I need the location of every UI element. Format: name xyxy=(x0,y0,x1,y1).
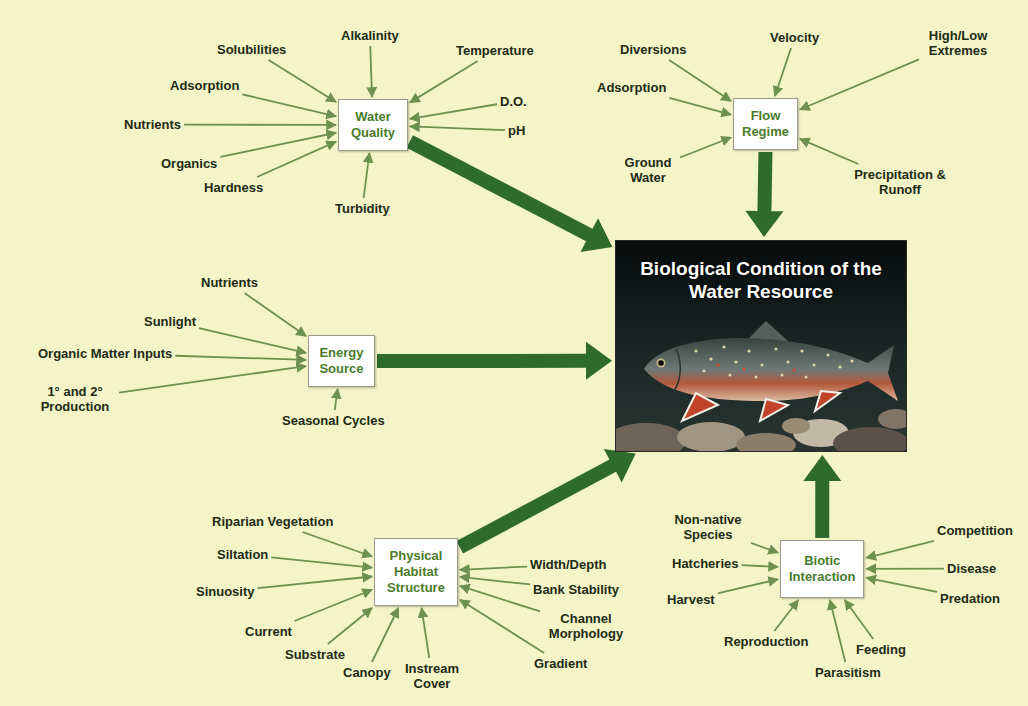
factor-label: Instream Cover xyxy=(399,661,465,691)
factor-label: Ground Water xyxy=(619,155,677,185)
factor-label: Turbidity xyxy=(335,201,390,216)
leader-arrow xyxy=(669,98,731,115)
factor-box: Flow Regime xyxy=(733,98,798,150)
factor-label: Seasonal Cycles xyxy=(282,413,385,428)
box-title: Biotic Interaction xyxy=(789,553,855,585)
factor-label: D.O. xyxy=(500,94,527,109)
leader-arrow xyxy=(830,600,845,662)
leader-arrow xyxy=(774,600,798,631)
leader-arrow xyxy=(866,541,934,558)
leader-arrow xyxy=(866,578,937,592)
factor-label: Adsorption xyxy=(170,78,239,93)
leader-arrow xyxy=(410,61,478,102)
leader-arrow xyxy=(245,293,306,336)
leader-arrow xyxy=(220,133,336,157)
leader-arrow xyxy=(335,389,338,410)
box-title: Water Quality xyxy=(347,109,399,141)
factor-label: 1° and 2° Production xyxy=(34,384,116,414)
leader-arrow xyxy=(460,600,544,653)
factor-label: Riparian Vegetation xyxy=(212,514,333,529)
factor-label: Non-native Species xyxy=(668,512,748,542)
factor-label: Current xyxy=(245,624,292,639)
factor-label: Siltation xyxy=(217,547,268,562)
factor-label: Diversions xyxy=(620,42,686,57)
factor-label: Parasitism xyxy=(815,665,881,680)
leader-arrow xyxy=(460,577,530,585)
leader-arrow xyxy=(271,557,372,567)
leader-arrow xyxy=(119,366,306,393)
influence-arrow xyxy=(803,455,841,538)
factor-label: Reproduction xyxy=(724,634,809,649)
factor-label: Solubilities xyxy=(217,42,286,57)
leader-arrow xyxy=(741,565,778,567)
factor-label: Temperature xyxy=(456,43,534,58)
box-title: Physical Habitat Structure xyxy=(383,548,449,596)
factor-label: Width/Depth xyxy=(530,557,606,572)
leader-arrow xyxy=(669,60,731,101)
leader-arrow xyxy=(370,46,372,97)
factor-label: Nutrients xyxy=(124,117,181,132)
factor-label: Velocity xyxy=(770,30,819,45)
leader-arrow xyxy=(364,153,370,198)
leader-arrow xyxy=(680,138,731,158)
box-title: Energy Source xyxy=(317,345,366,377)
leader-arrow xyxy=(751,543,778,553)
factor-label: Nutrients xyxy=(201,275,258,290)
factor-label: Alkalinity xyxy=(341,28,399,43)
factor-label: Disease xyxy=(947,561,996,576)
factor-label: Substrate xyxy=(285,647,345,662)
factor-label: Competition xyxy=(937,523,1013,538)
box-title: Flow Regime xyxy=(742,108,789,140)
leader-arrow xyxy=(257,142,336,177)
leader-arrow xyxy=(184,124,336,126)
influence-arrow xyxy=(407,135,613,252)
factor-box: Water Quality xyxy=(338,99,408,151)
factor-label: Hatcheries xyxy=(672,556,738,571)
leader-arrow xyxy=(460,567,527,570)
panel-title: Biological Condition of the Water Resour… xyxy=(616,241,906,303)
factor-label: Channel Morphology xyxy=(543,611,629,641)
leader-arrow xyxy=(175,356,306,360)
factor-label: Canopy xyxy=(343,665,391,680)
factor-label: Sinuosity xyxy=(196,584,255,599)
factor-box: Physical Habitat Structure xyxy=(374,538,458,606)
factor-label: pH xyxy=(508,123,525,138)
factor-label: Predation xyxy=(940,591,1000,606)
influence-arrow xyxy=(745,152,783,237)
factor-label: Adsorption xyxy=(597,80,666,95)
leader-arrow xyxy=(269,60,336,102)
leader-arrow xyxy=(800,59,919,109)
leader-arrow xyxy=(372,608,398,662)
factor-label: Harvest xyxy=(667,592,715,607)
factor-box: Energy Source xyxy=(308,335,375,387)
leader-arrow xyxy=(242,94,336,116)
factor-label: Hardness xyxy=(204,180,263,195)
leader-arrow xyxy=(866,568,944,570)
factor-box: Biotic Interaction xyxy=(780,540,864,598)
factor-label: Feeding xyxy=(856,642,906,657)
factor-label: Precipitation & Runoff xyxy=(852,167,948,197)
leader-arrow xyxy=(410,126,505,130)
leader-arrow xyxy=(800,139,858,164)
factor-label: Organic Matter Inputs xyxy=(38,346,172,361)
leader-arrow xyxy=(845,600,873,639)
factor-label: Bank Stability xyxy=(533,582,619,597)
factor-label: High/Low Extremes xyxy=(922,28,994,58)
factor-label: Gradient xyxy=(534,656,587,671)
leader-arrow xyxy=(718,579,778,593)
leader-arrow xyxy=(328,608,372,644)
leader-arrow xyxy=(302,532,372,556)
leader-arrow xyxy=(258,576,372,588)
factor-label: Organics xyxy=(161,156,217,171)
leader-arrow xyxy=(199,328,306,353)
influence-arrow xyxy=(456,449,635,554)
result-panel: Biological Condition of the Water Resour… xyxy=(615,240,907,452)
leader-arrow xyxy=(410,104,497,119)
leader-arrow xyxy=(775,48,791,96)
factor-label: Sunlight xyxy=(144,314,196,329)
influence-arrow xyxy=(377,342,612,380)
leader-arrow xyxy=(422,608,430,658)
